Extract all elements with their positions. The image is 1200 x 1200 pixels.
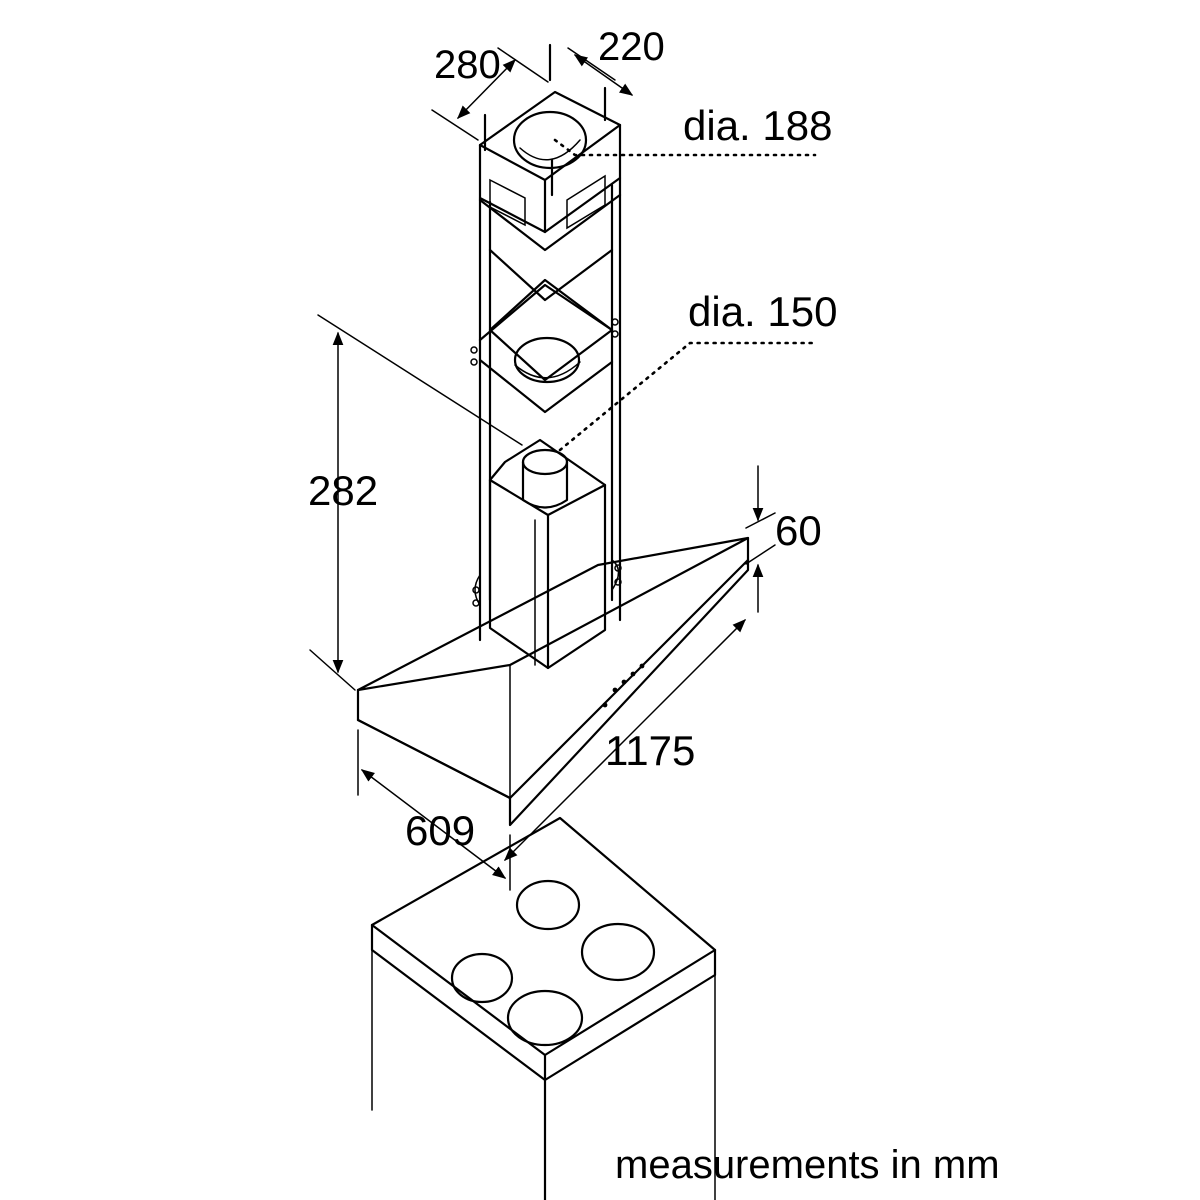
- dimension-1175: [504, 619, 746, 861]
- burner-back-right: [580, 922, 656, 982]
- mid-ring-circle: [513, 336, 581, 384]
- label-282: 282: [308, 467, 378, 514]
- label-609: 609: [405, 807, 475, 854]
- dimension-220: [567, 47, 634, 96]
- dimension-609: [357, 729, 511, 891]
- chimney-top-bracket: [478, 43, 622, 252]
- burner-front-right: [506, 989, 584, 1047]
- leader-dia-188: [553, 138, 817, 157]
- caption-measurements: measurements in mm: [615, 1143, 1000, 1187]
- label-dia-150: dia. 150: [688, 288, 837, 335]
- label-220: 220: [598, 25, 665, 69]
- label-1175: 1175: [605, 727, 695, 774]
- chimney-frame: [470, 176, 622, 642]
- canopy: [356, 536, 750, 827]
- label-dia-188: dia. 188: [683, 102, 832, 149]
- label-280: 280: [434, 43, 501, 87]
- burner-front-left: [450, 952, 514, 1004]
- motor-unit: [488, 438, 607, 670]
- cooktop: [370, 816, 717, 1200]
- motor-outlet-circle: [521, 448, 569, 476]
- dimension-60: [745, 465, 776, 613]
- dimension-280: [431, 47, 549, 141]
- burner-back-left: [515, 879, 581, 931]
- leader-dia-150: [558, 341, 817, 452]
- top-outlet-circle: [512, 110, 588, 170]
- label-60: 60: [775, 507, 822, 554]
- dimension-282: [309, 314, 523, 691]
